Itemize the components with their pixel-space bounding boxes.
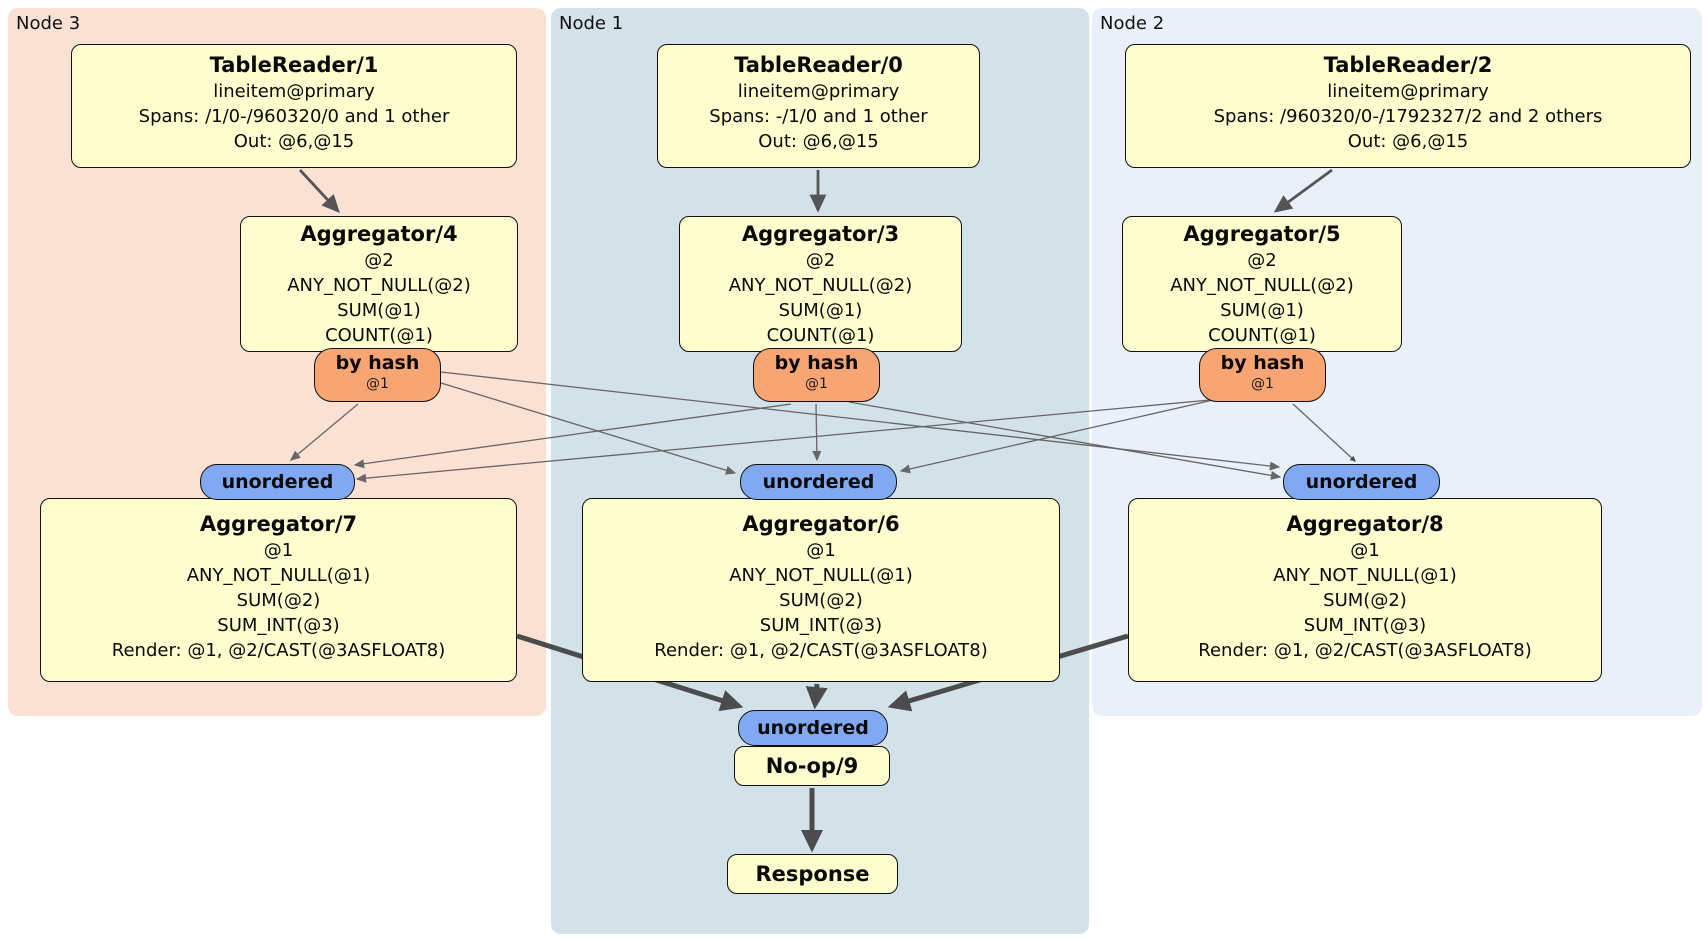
- processor-detail: SUM_INT(@3): [217, 615, 340, 636]
- processor-detail: lineitem@primary: [213, 81, 375, 102]
- processor-detail: @2: [364, 250, 394, 271]
- hash-router-node3: by hash @1: [314, 348, 441, 402]
- processor-tablereader-2: TableReader/2 lineitem@primary Spans: /9…: [1125, 44, 1691, 168]
- processor-detail: @2: [805, 250, 836, 271]
- processor-detail: COUNT(@1): [766, 325, 875, 346]
- processor-title: TableReader/1: [209, 53, 379, 77]
- processor-detail: SUM(@1): [1220, 300, 1304, 321]
- processor-title: Aggregator/4: [300, 222, 458, 246]
- hash-router-node1: by hash @1: [753, 348, 880, 402]
- processor-aggregator-8: Aggregator/8 @1 ANY_NOT_NULL(@1) SUM(@2)…: [1128, 498, 1602, 682]
- processor-detail: ANY_NOT_NULL(@2): [287, 275, 471, 296]
- processor-aggregator-4: Aggregator/4 @2 ANY_NOT_NULL(@2) SUM(@1)…: [240, 216, 518, 352]
- processor-title: No-op/9: [765, 753, 859, 778]
- processor-title: Response: [755, 861, 870, 886]
- processor-detail: ANY_NOT_NULL(@2): [1170, 275, 1354, 296]
- processor-aggregator-3: Aggregator/3 @2 ANY_NOT_NULL(@2) SUM(@1)…: [679, 216, 962, 352]
- processor-detail: Render: @1, @2/CAST(@3ASFLOAT8): [654, 640, 988, 661]
- processor-detail: SUM_INT(@3): [759, 615, 883, 636]
- processor-detail: @2: [1247, 250, 1277, 271]
- processor-detail: Out: @6,@15: [1347, 131, 1469, 152]
- processor-detail: @1: [263, 540, 294, 561]
- sync-label: unordered: [221, 471, 334, 493]
- router-key: @1: [805, 376, 828, 392]
- processor-aggregator-6: Aggregator/6 @1 ANY_NOT_NULL(@1) SUM(@2)…: [582, 498, 1060, 682]
- processor-noop-9: No-op/9: [734, 746, 890, 786]
- processor-detail: ANY_NOT_NULL(@1): [729, 565, 913, 586]
- response-node: Response: [727, 854, 898, 894]
- processor-detail: SUM(@2): [1323, 590, 1407, 611]
- sync-label: unordered: [1305, 471, 1418, 493]
- node-group-label: Node 1: [559, 13, 624, 34]
- processor-detail: Spans: /1/0-/960320/0 and 1 other: [138, 106, 450, 127]
- router-label: by hash: [335, 352, 420, 374]
- processor-detail: Render: @1, @2/CAST(@3ASFLOAT8): [111, 640, 446, 661]
- processor-title: Aggregator/3: [741, 222, 900, 246]
- processor-tablereader-1: TableReader/1 lineitem@primary Spans: /1…: [71, 44, 517, 168]
- processor-detail: @1: [1350, 540, 1380, 561]
- processor-title: Aggregator/6: [742, 512, 900, 536]
- router-label: by hash: [774, 352, 859, 374]
- processor-detail: SUM(@2): [236, 590, 321, 611]
- processor-detail: Spans: -/1/0 and 1 other: [709, 106, 928, 127]
- processor-detail: ANY_NOT_NULL(@2): [728, 275, 913, 296]
- processor-detail: COUNT(@1): [1208, 325, 1316, 346]
- processor-detail: SUM(@1): [337, 300, 421, 321]
- sync-label: unordered: [757, 717, 869, 739]
- sync-label: unordered: [762, 471, 875, 493]
- hash-router-node2: by hash @1: [1199, 348, 1326, 402]
- processor-detail: Out: @6,@15: [233, 131, 355, 152]
- router-key: @1: [366, 376, 389, 392]
- processor-detail: lineitem@primary: [1327, 81, 1489, 102]
- processor-detail: lineitem@primary: [737, 81, 900, 102]
- processor-title: Aggregator/7: [199, 512, 358, 536]
- node-group-label: Node 2: [1100, 13, 1165, 34]
- router-label: by hash: [1220, 352, 1305, 374]
- processor-detail: ANY_NOT_NULL(@1): [186, 565, 371, 586]
- processor-detail: Out: @6,@15: [758, 131, 879, 152]
- processor-title: Aggregator/8: [1286, 512, 1444, 536]
- processor-tablereader-0: TableReader/0 lineitem@primary Spans: -/…: [657, 44, 980, 168]
- unordered-sync-node1: unordered: [740, 464, 897, 500]
- processor-detail: @1: [806, 540, 836, 561]
- router-key: @1: [1251, 376, 1274, 392]
- processor-detail: Spans: /960320/0-/1792327/2 and 2 others: [1213, 106, 1603, 127]
- processor-aggregator-7: Aggregator/7 @1 ANY_NOT_NULL(@1) SUM(@2)…: [40, 498, 517, 682]
- node-group-label: Node 3: [16, 13, 81, 34]
- unordered-sync-node3: unordered: [200, 464, 355, 500]
- processor-title: TableReader/2: [1323, 53, 1493, 77]
- processor-title: TableReader/0: [734, 53, 903, 77]
- processor-detail: Render: @1, @2/CAST(@3ASFLOAT8): [1198, 640, 1532, 661]
- processor-detail: ANY_NOT_NULL(@1): [1273, 565, 1457, 586]
- unordered-sync-node2: unordered: [1283, 464, 1440, 500]
- processor-aggregator-5: Aggregator/5 @2 ANY_NOT_NULL(@2) SUM(@1)…: [1122, 216, 1402, 352]
- processor-detail: SUM_INT(@3): [1303, 615, 1427, 636]
- processor-detail: SUM(@2): [779, 590, 863, 611]
- unordered-sync-final: unordered: [738, 710, 888, 746]
- processor-detail: COUNT(@1): [325, 325, 433, 346]
- processor-detail: SUM(@1): [778, 300, 863, 321]
- processor-title: Aggregator/5: [1183, 222, 1341, 246]
